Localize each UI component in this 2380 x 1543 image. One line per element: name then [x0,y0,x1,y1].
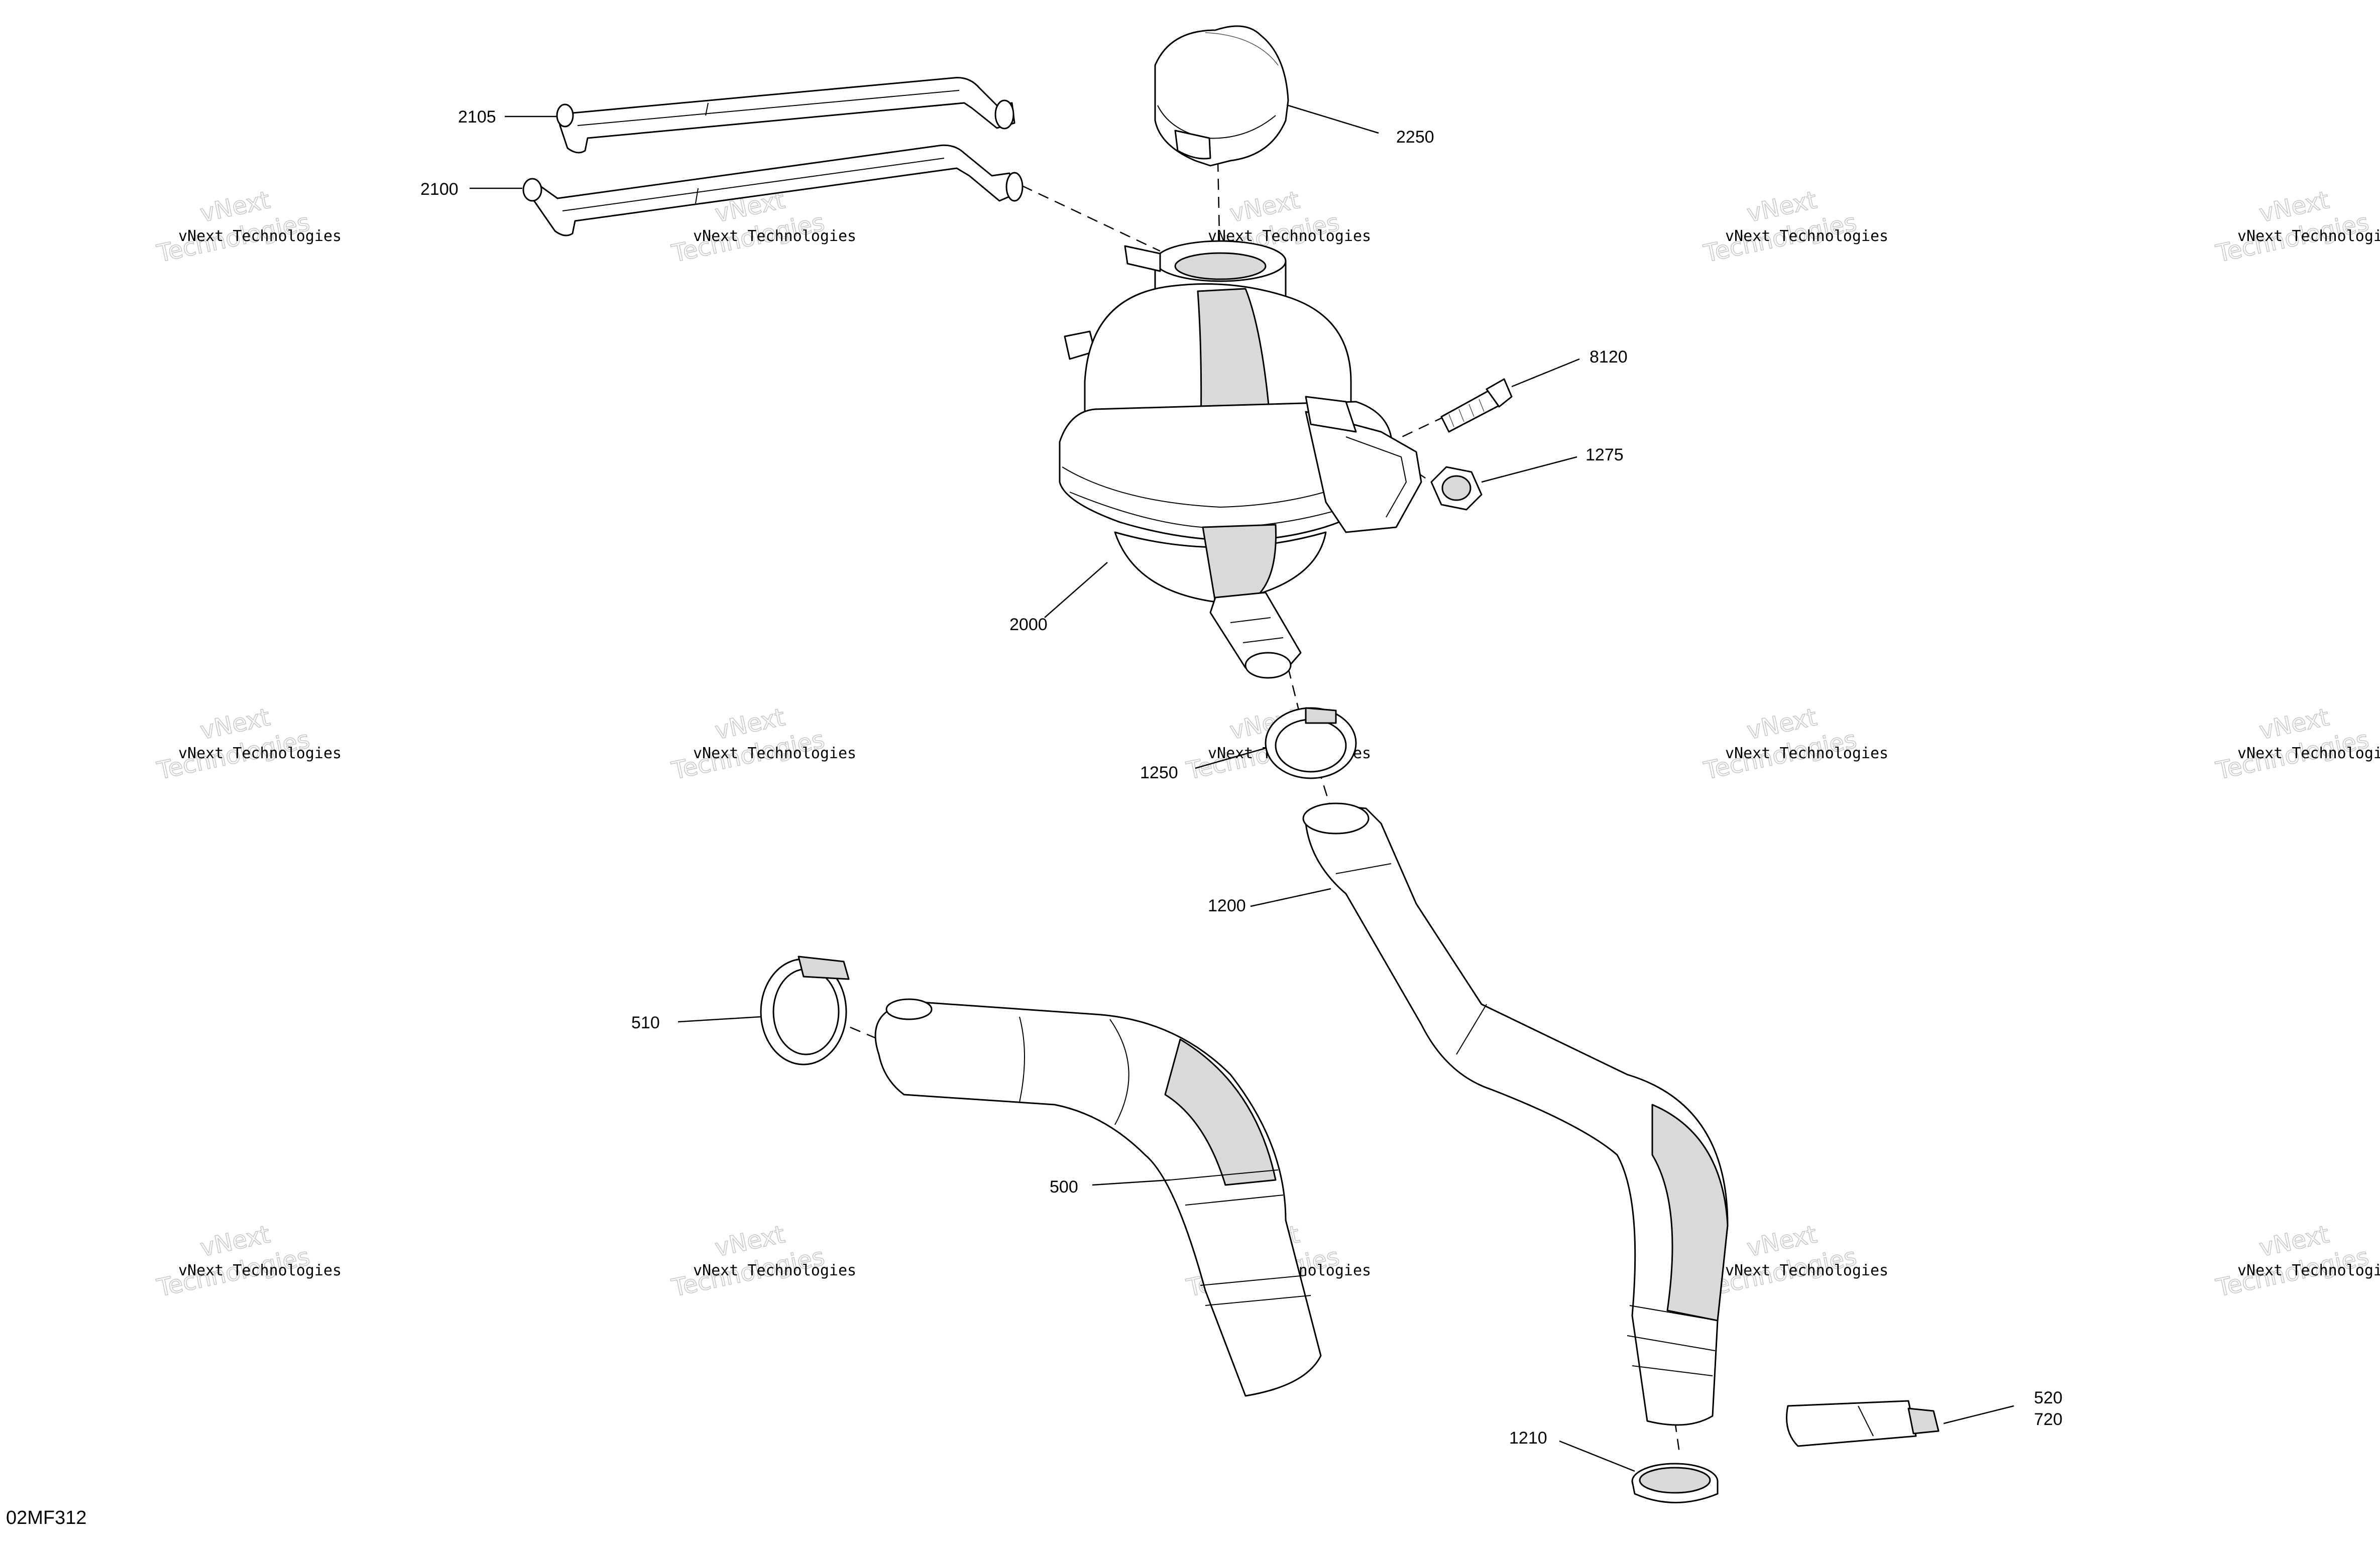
callout-1210: 1210 [1509,1429,1547,1448]
part-520-720-clamp [1786,1400,1940,1447]
watermark-small-text: vNext Technologies [2237,227,2380,245]
part-2105-hose [556,77,1015,154]
callout-1250: 1250 [1140,763,1178,782]
callout-720: 720 [2034,1410,2063,1429]
drawing-code: 02MF312 [6,1507,87,1528]
watermark-small-text: vNext Technologies [2237,745,2380,762]
watermark-small-text: vNext Technologies [693,745,856,762]
watermark-small-text: vNext Technologies [1725,227,1888,245]
part-1275-nut [1430,466,1483,511]
callout-8120: 8120 [1590,347,1628,367]
watermark-small-text: vNext Technologies [693,227,856,245]
watermark-small-text: vNext Technologies [178,227,342,245]
callout-520: 520 [2034,1388,2063,1407]
callout-2250: 2250 [1396,128,1434,147]
callout-500: 500 [1050,1177,1078,1197]
watermark-small-text: vNext Technologies [178,1262,342,1279]
part-500-hose [874,998,1322,1397]
watermark-small-text: vNext Technologies [1725,1262,1888,1279]
part-8120-screw [1440,378,1513,433]
callout-1200: 1200 [1208,896,1246,915]
callout-labels: 2105 2100 2250 8120 1275 2000 1250 1200 … [420,107,2063,1448]
part-510-clamp [760,956,850,1065]
watermark-small-text: vNext Technologies [1725,745,1888,762]
part-2000-expansion-tank [1059,240,1422,679]
watermark-small-text: vNext Technologies [2237,1262,2380,1279]
part-1250-clamp [1265,707,1357,779]
callout-510: 510 [631,1013,660,1032]
part-1200-hose [1302,802,1729,1426]
watermark-small-text: vNext Technologies [178,745,342,762]
watermark-small-text: vNext Technologies [693,1262,856,1279]
callout-2100: 2100 [420,180,459,199]
part-1210-clamp [1631,1463,1719,1503]
part-2250-pressure-cap [1154,25,1289,167]
callout-2105: 2105 [458,107,496,127]
callout-2000: 2000 [1009,615,1048,634]
callout-1275: 1275 [1585,445,1624,464]
part-2100-hose [522,144,1024,236]
leader-lines [470,104,2014,1472]
